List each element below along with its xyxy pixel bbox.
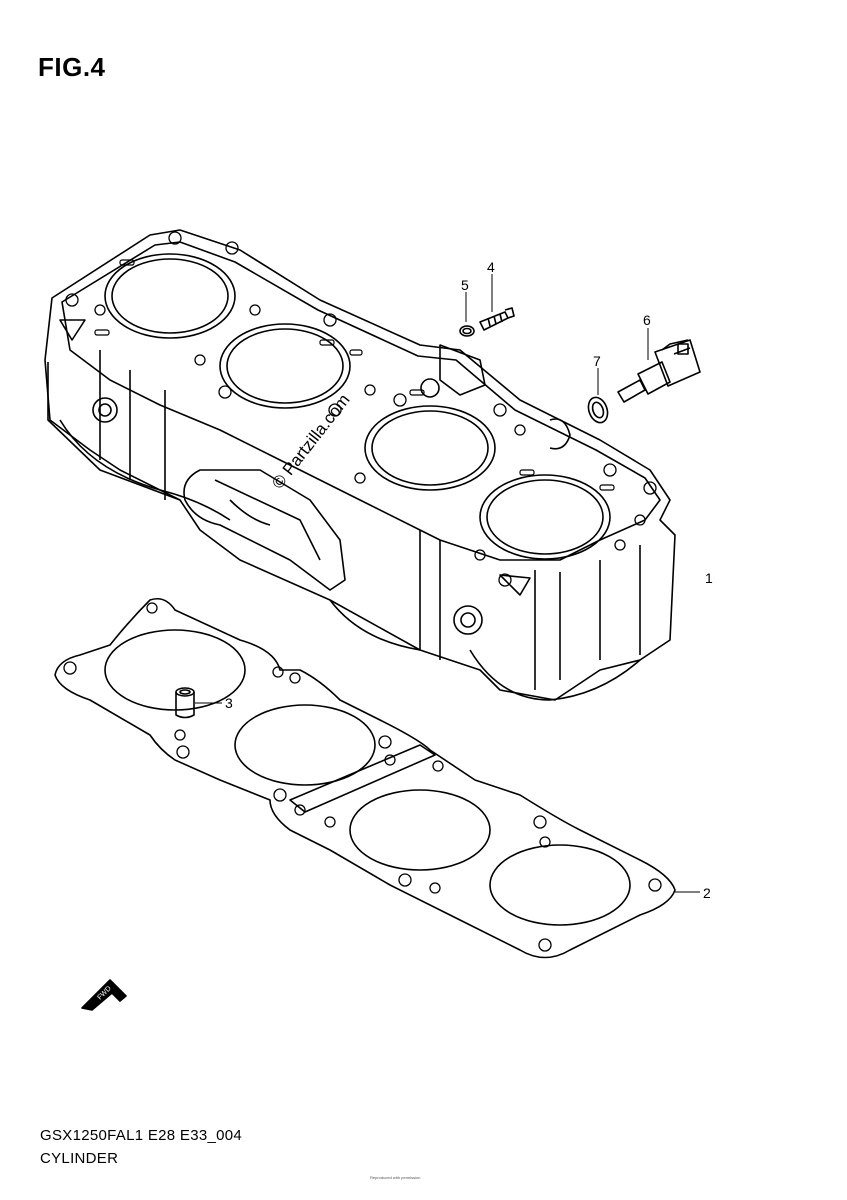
diagram-name: CYLINDER	[40, 1150, 119, 1167]
temperature-sensor	[617, 339, 701, 403]
callout-7: 7	[593, 353, 601, 369]
figure-title: FIG.4	[38, 52, 106, 82]
callout-5: 5	[461, 277, 469, 293]
callout-2: 2	[703, 885, 711, 901]
fwd-arrow-icon	[81, 979, 127, 1011]
o-ring-small	[459, 325, 475, 337]
cylinder-block	[44, 229, 676, 701]
callout-6: 6	[643, 312, 651, 328]
cylinder-base-gasket	[54, 597, 676, 959]
union-bolt	[479, 307, 515, 331]
leader-lines	[195, 274, 700, 893]
diagram-code: GSX1250FAL1 E28 E33_004	[40, 1127, 243, 1144]
callout-4: 4	[487, 259, 495, 275]
callout-1: 1	[705, 570, 713, 586]
copyright-text: Reproduced with permission	[370, 1175, 421, 1180]
gasket-washer	[587, 396, 609, 424]
watermark-text: © Partzilla.com	[268, 390, 354, 492]
callout-3: 3	[225, 695, 233, 711]
dowel-pin	[175, 687, 195, 719]
